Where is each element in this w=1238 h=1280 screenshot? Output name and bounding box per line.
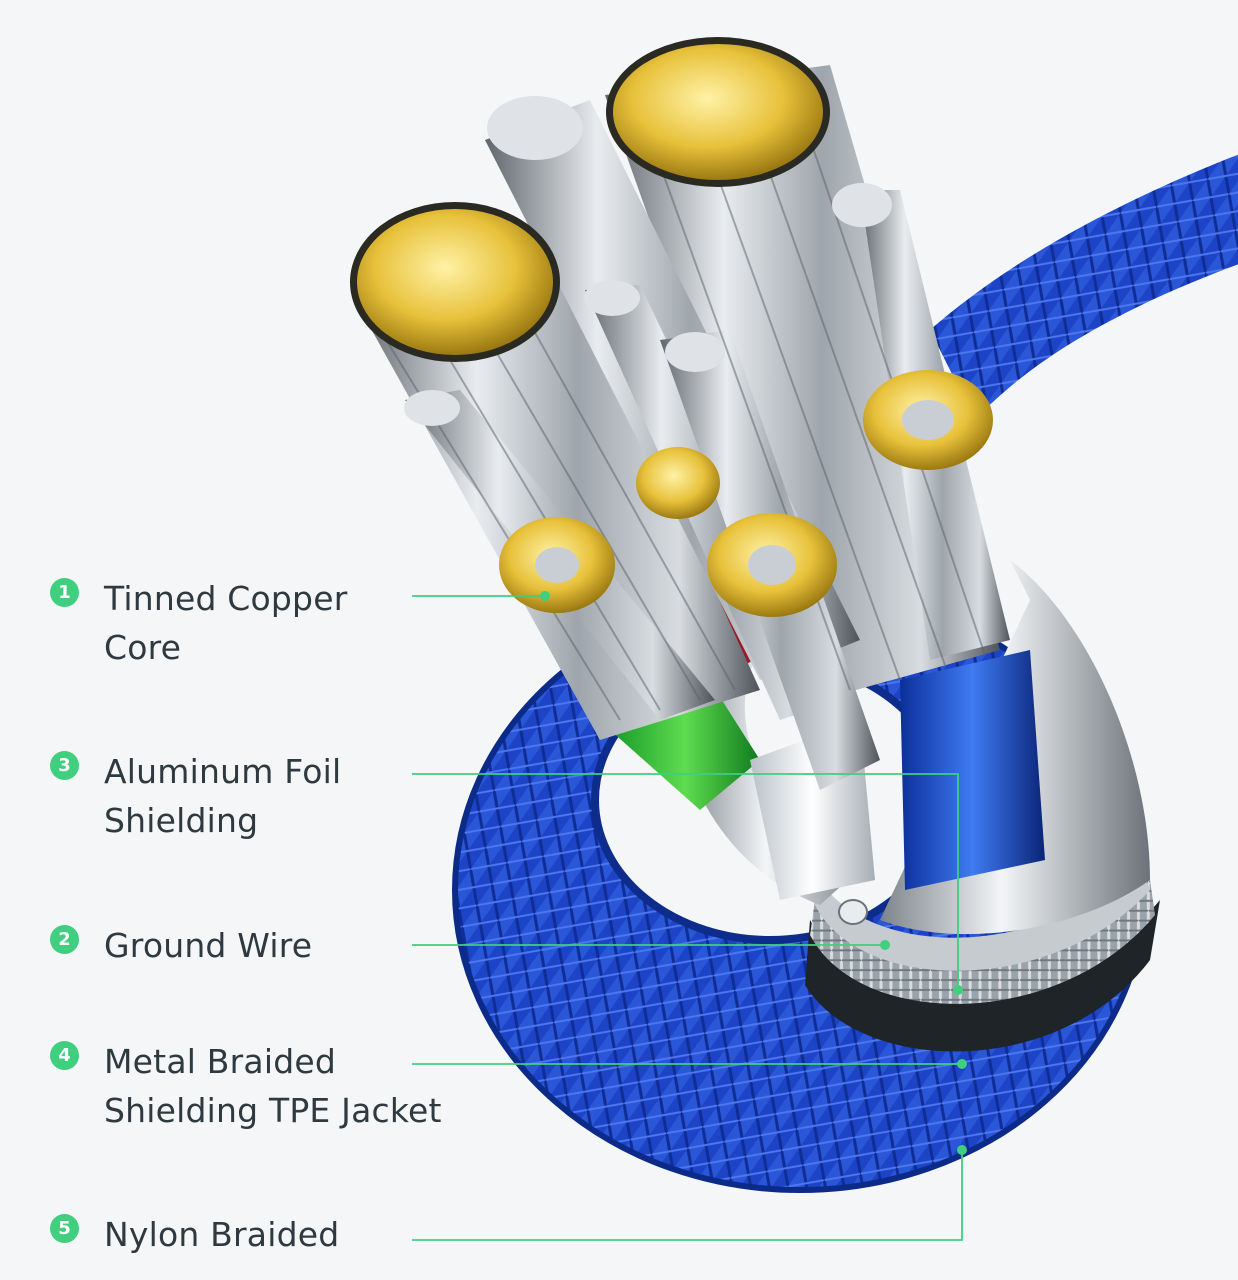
label-line: Shielding TPE Jacket [104,1091,442,1130]
label-nylon-braided: 5 Nylon Braided [50,1210,339,1259]
label-line: Shielding [104,801,259,840]
leader-line-aluminum-foil [412,773,959,990]
tinned-copper-core-ends [350,37,993,925]
label-number-badge: 2 [50,925,79,954]
label-line: Metal Braided [104,1042,336,1081]
leader-line-nylon-braid [412,1150,963,1241]
callout-leader-lines [412,591,967,1241]
label-number-badge: 3 [50,751,79,780]
label-line: Core [104,628,182,667]
label-ground-wire: 2 Ground Wire [50,921,312,970]
nylon-braided-cable-tail [930,154,1238,420]
label-line: Nylon Braided [104,1215,340,1254]
label-line: Aluminum Foil [104,752,342,791]
label-aluminum-foil-shielding: 3 Aluminum Foil Shielding [50,747,341,845]
label-line: Tinned Copper [104,579,348,618]
label-line: Ground Wire [104,926,313,965]
label-metal-braided-shielding: 4 Metal Braided Shielding TPE Jacket [50,1037,442,1135]
label-number-badge: 1 [50,578,79,607]
label-tinned-copper-core: 1 Tinned Copper Core [50,574,347,672]
label-number-badge: 4 [50,1041,79,1070]
label-number-badge: 5 [50,1214,79,1243]
